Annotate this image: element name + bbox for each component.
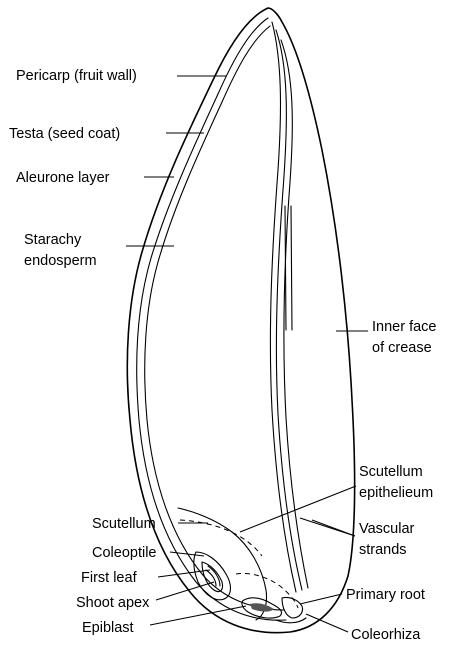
primary-root-shape	[282, 597, 303, 618]
label-coleoptile: Coleoptile	[92, 545, 157, 561]
vascular-leader-2	[312, 520, 355, 536]
pericarp-outline	[127, 8, 354, 633]
first-leaf-shape	[202, 562, 223, 592]
label-shoot-apex: Shoot apex	[76, 595, 150, 611]
label-coleorhiza: Coleorhiza	[351, 627, 421, 643]
vascular-strand-2	[291, 206, 292, 330]
label-starchy-line2: endosperm	[24, 253, 97, 269]
coleorhiza-leader	[306, 614, 348, 632]
epiblast-leader	[150, 606, 246, 625]
embryo-axis-dash	[236, 574, 298, 609]
label-vascular-line2: strands	[359, 542, 407, 558]
label-scutellum: Scutellum	[92, 516, 156, 532]
label-crease-line1: Inner face	[372, 319, 437, 335]
epiblast-fill	[250, 603, 274, 611]
label-pericarp: Pericarp (fruit wall)	[16, 68, 137, 84]
label-scutellum-epithelium-line2: epithelieum	[359, 485, 433, 501]
scutellum-epithelium-leader	[240, 486, 356, 532]
label-testa: Testa (seed coat)	[9, 126, 120, 142]
label-aleurone: Aleurone layer	[16, 170, 110, 186]
label-primary-root: Primary root	[346, 587, 425, 603]
label-epiblast: Epiblast	[82, 620, 134, 636]
label-first-leaf: First leaf	[81, 570, 138, 586]
crease-line-inner-2	[281, 40, 308, 588]
scutellum-outline	[178, 508, 267, 620]
vascular-strand-1	[285, 206, 286, 330]
label-crease-line2: of crease	[372, 340, 432, 356]
label-starchy-line1: Starachy	[24, 232, 82, 248]
label-vascular-line1: Vascular	[359, 521, 415, 537]
label-scutellum-epithelium-line1: Scutellum	[359, 464, 423, 480]
testa-line	[137, 18, 286, 620]
